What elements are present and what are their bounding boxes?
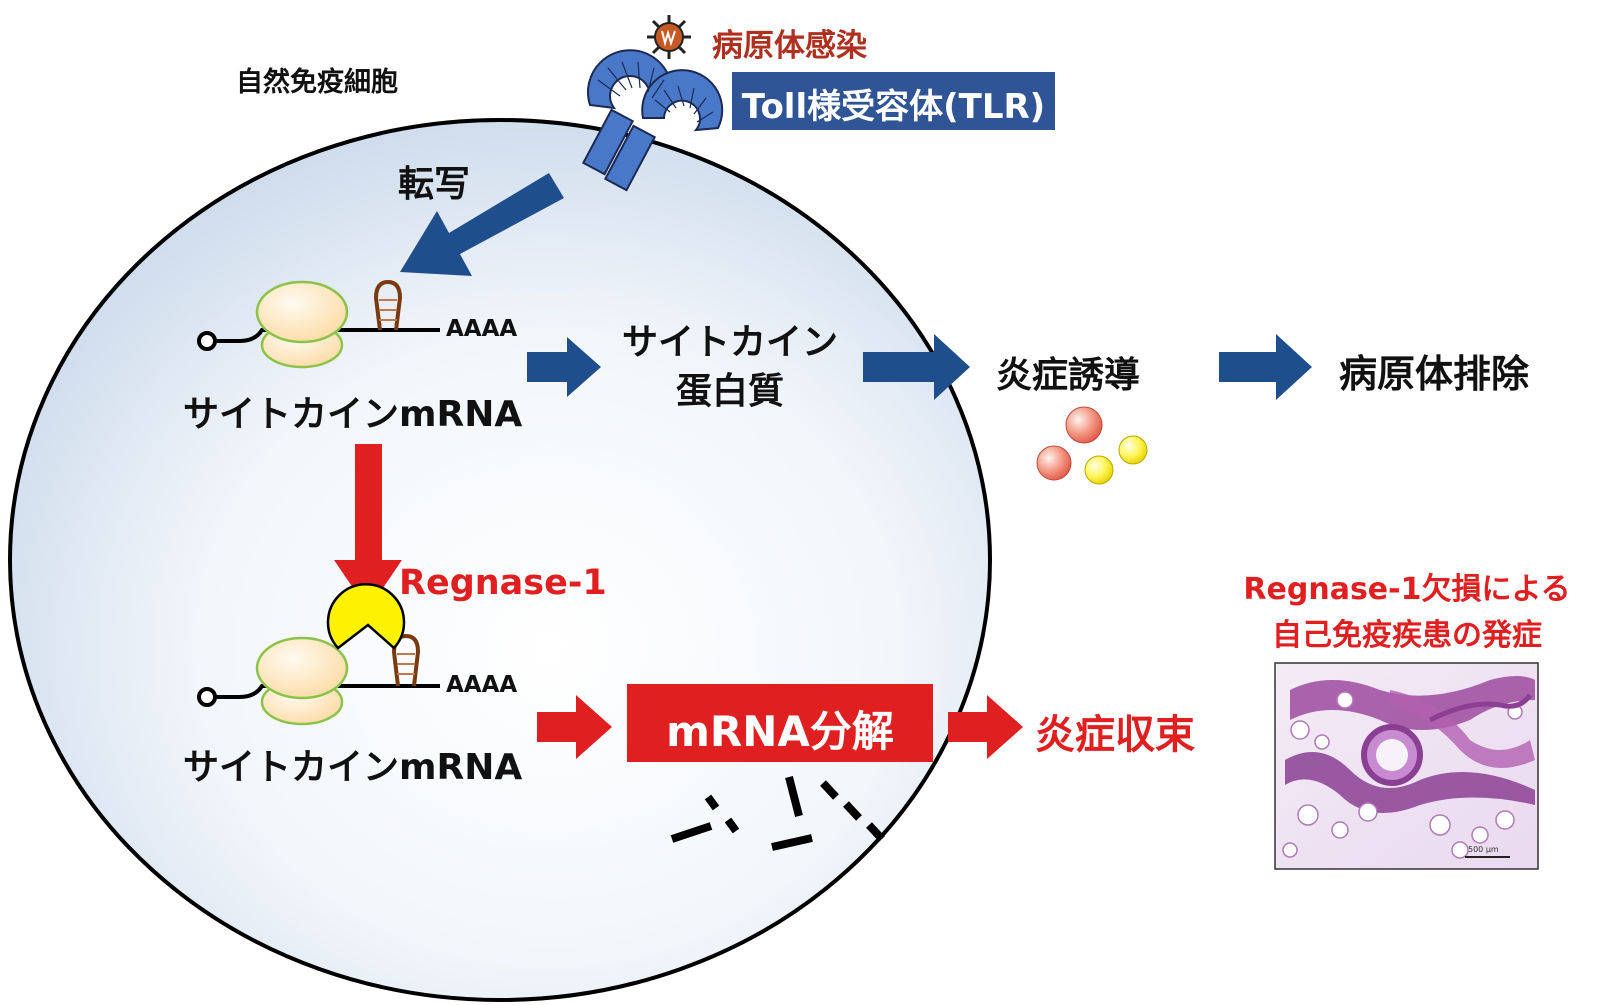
disease-label-line2: 自己免疫疾患の発症	[1272, 618, 1542, 653]
mrna-label-top: サイトカインmRNA	[183, 394, 523, 435]
polya-label-top: AAAA	[446, 316, 518, 342]
tlr-label-box	[732, 72, 1055, 130]
disease-label: Regnase-1欠損による 自己免疫疾患の発症	[1222, 567, 1592, 659]
regnase-down-arrow	[334, 444, 402, 610]
cytokine-mrna-top	[197, 279, 440, 369]
decay-label: mRNA分解	[666, 707, 894, 756]
arrow-to-elimination	[1219, 334, 1312, 400]
pacman-icon	[326, 583, 406, 650]
arrow-to-protein	[527, 337, 601, 397]
receptor-icon	[581, 49, 724, 192]
protein-label-line1: サイトカイン	[621, 322, 838, 363]
inflammation-label: 炎症誘導	[996, 355, 1141, 396]
transcription-arrow	[400, 173, 564, 276]
regnase-label: Regnase-1	[399, 563, 607, 603]
scale-bar-label: 500 μm	[1468, 845, 1499, 854]
arrow-to-inflammation	[863, 334, 970, 400]
polya-label-bottom: AAAA	[446, 672, 518, 698]
arrow-to-resolution	[948, 695, 1023, 759]
virus-icon	[647, 15, 691, 59]
transcription-label: 転写	[398, 164, 471, 205]
cell-label: 自然免疫細胞	[236, 67, 398, 98]
cytokine-icon	[1036, 406, 1148, 485]
cell-body	[8, 118, 992, 1002]
mrna-fragments	[670, 776, 885, 851]
ribosome-icon	[255, 280, 349, 369]
infection-label: 病原体感染	[712, 28, 867, 64]
mrna-decay-box	[627, 684, 933, 762]
arrow-to-decay	[537, 695, 612, 759]
ribosome-icon	[255, 636, 349, 726]
disease-label-line1: Regnase-1欠損による	[1243, 572, 1571, 607]
protein-label: サイトカイン 蛋白質	[608, 318, 852, 416]
mrna-label-bottom: サイトカインmRNA	[183, 747, 523, 788]
resolution-label: 炎症収束	[1035, 712, 1195, 758]
protein-label-line2: 蛋白質	[675, 371, 784, 412]
elimination-label: 病原体排除	[1339, 352, 1530, 396]
cytokine-mrna-bottom	[197, 583, 440, 726]
tlr-label: Toll様受容体(TLR)	[741, 87, 1046, 127]
histology-image	[1274, 662, 1539, 870]
